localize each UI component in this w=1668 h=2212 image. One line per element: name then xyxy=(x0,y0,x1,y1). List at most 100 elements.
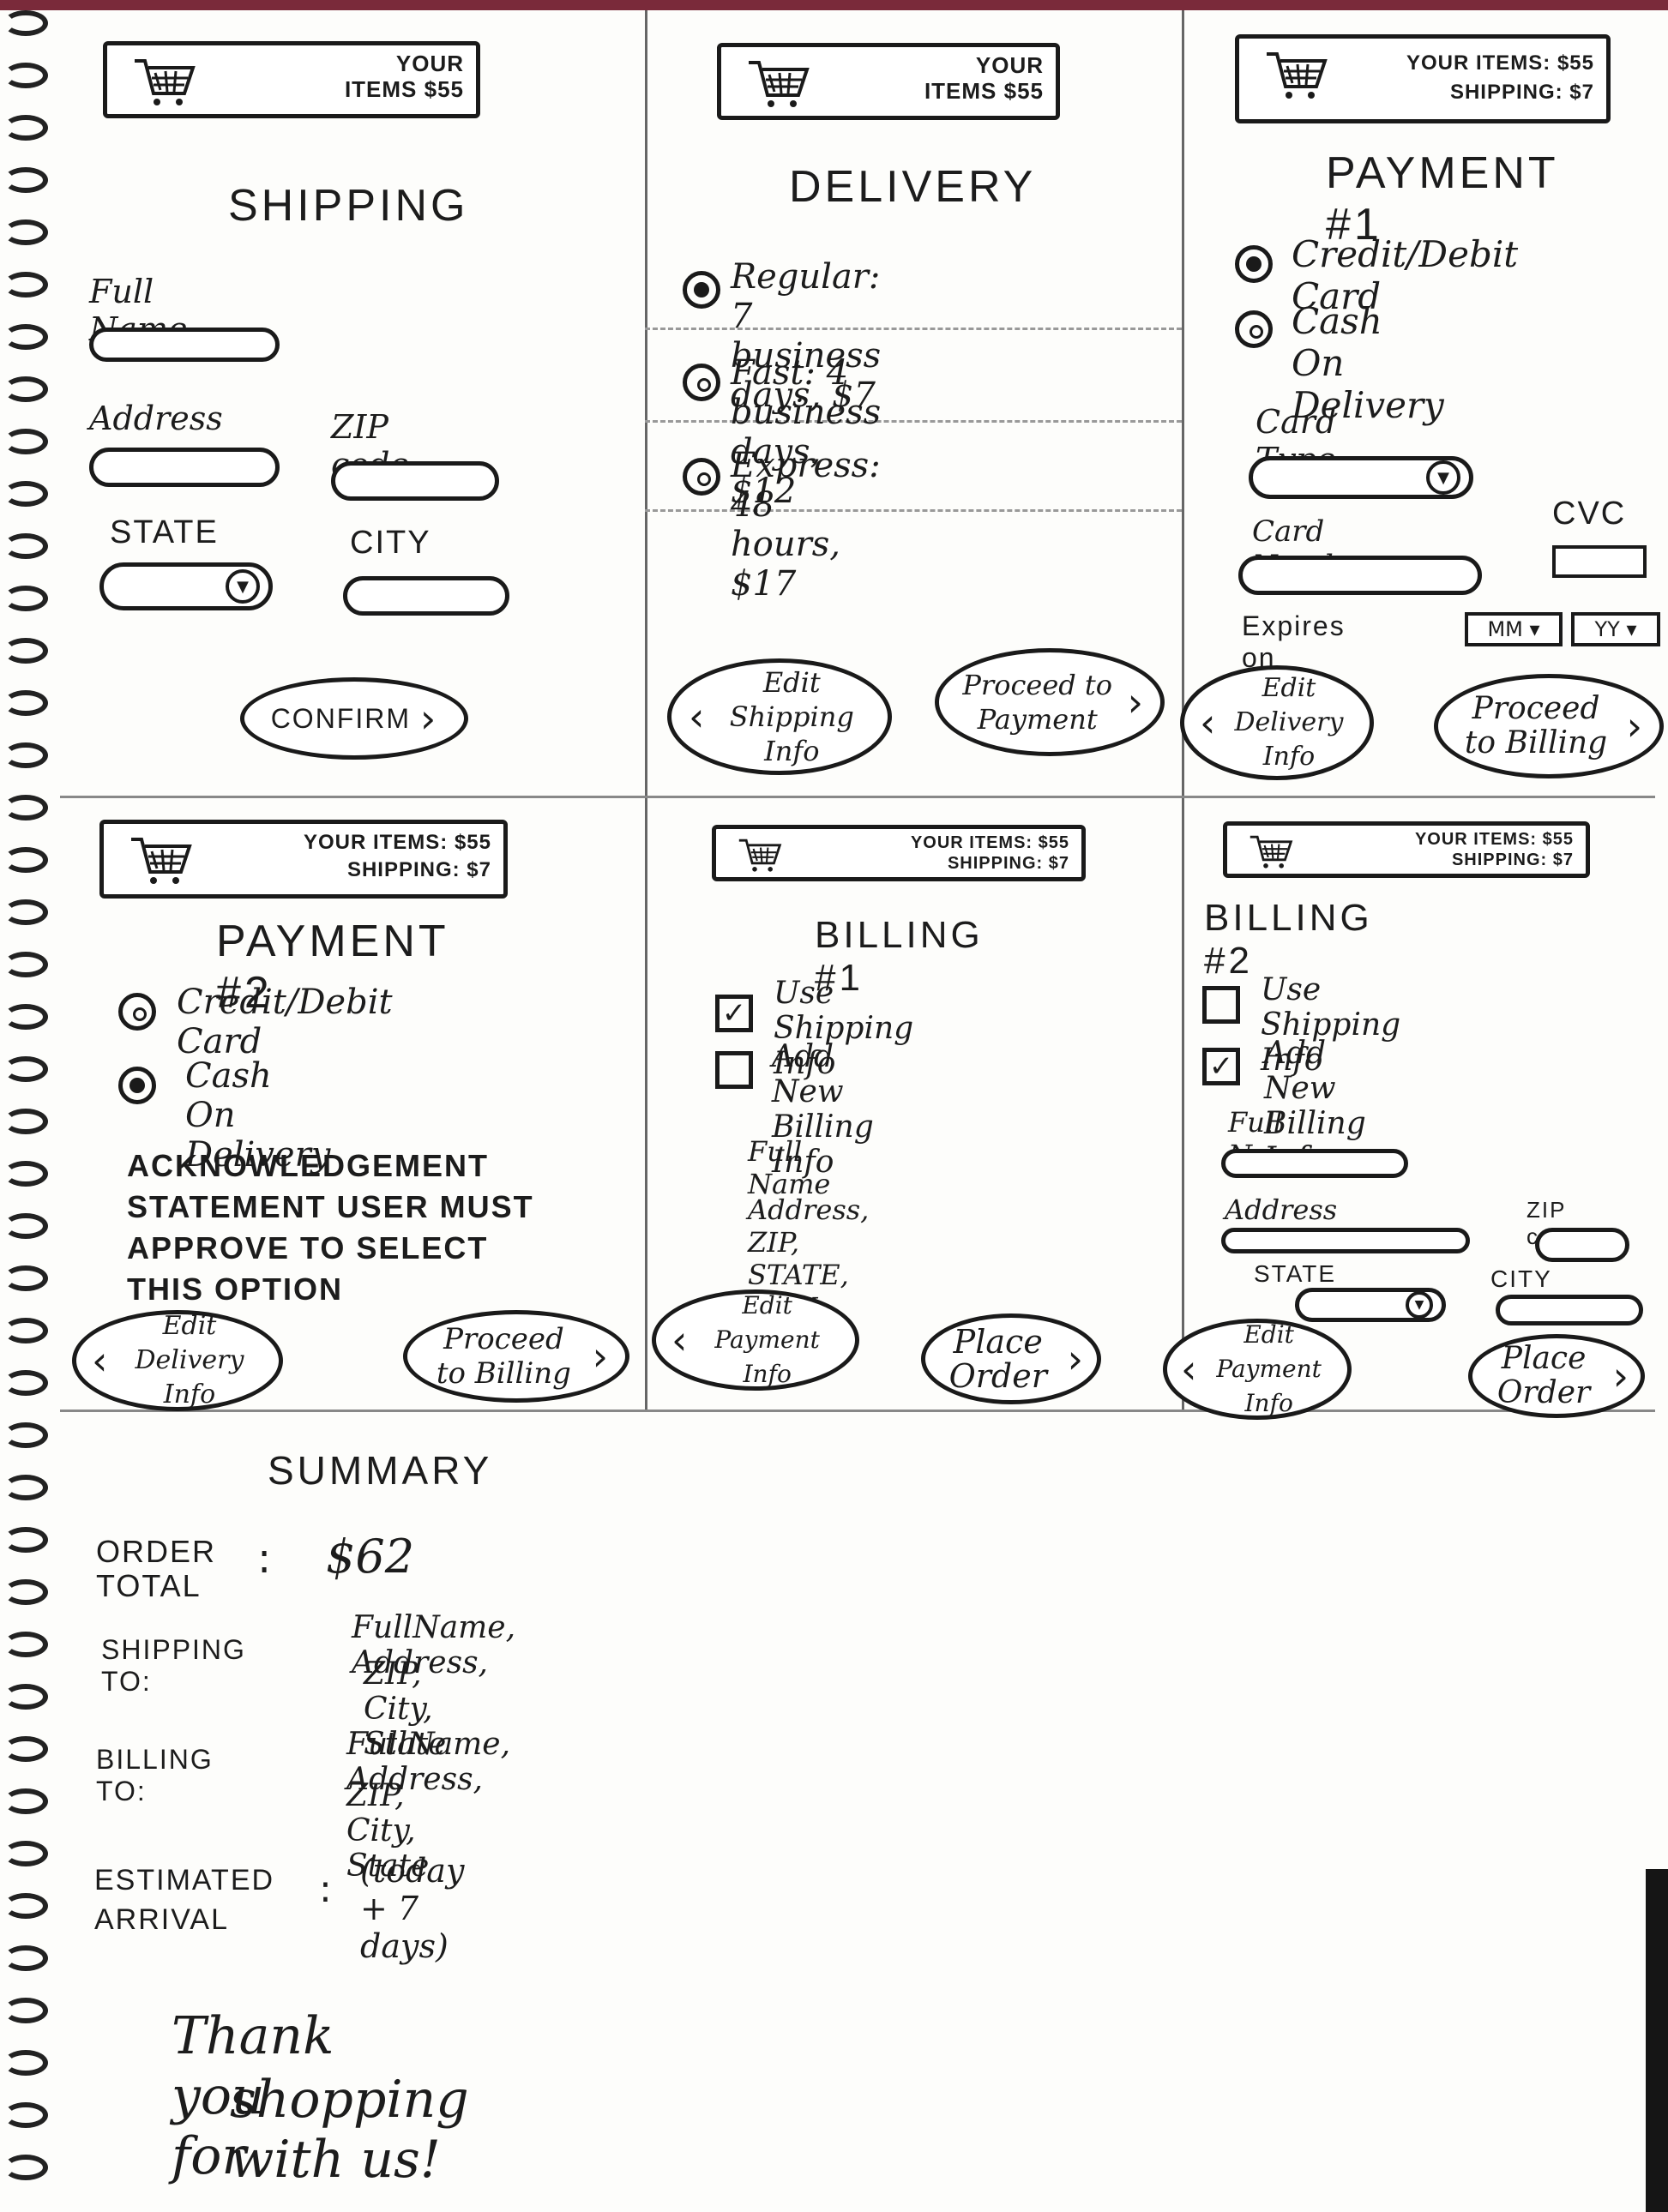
notebook-spiral xyxy=(0,10,60,2212)
regular-radio[interactable] xyxy=(683,271,720,309)
zip-field[interactable] xyxy=(331,461,499,501)
spiral-ring xyxy=(3,1841,48,1866)
address-field[interactable] xyxy=(1221,1228,1470,1253)
city-field[interactable] xyxy=(1496,1295,1643,1325)
full-name-field[interactable] xyxy=(89,328,280,362)
express-option-label: Express: 48 hours, $17 xyxy=(731,446,881,604)
card-radio[interactable] xyxy=(118,993,156,1031)
place-order-button[interactable]: Place Order › xyxy=(1468,1334,1645,1418)
card-number-field[interactable] xyxy=(1238,556,1482,595)
cart-line-2: SHIPPING: $7 xyxy=(1451,851,1574,869)
page-title: SHIPPING xyxy=(228,181,469,231)
delivery-divider xyxy=(645,509,1182,512)
confirm-button[interactable]: CONFIRM › xyxy=(240,677,468,760)
acknowledgement-statement: ACKNOWLEDGEMENT STATEMENT USER MUST APPR… xyxy=(127,1148,534,1307)
spiral-ring xyxy=(3,63,48,88)
order-total-value: $62 xyxy=(326,1530,415,1584)
cart-icon xyxy=(738,839,782,872)
card-type-select[interactable]: ▼ xyxy=(1249,456,1473,499)
edit-delivery-button[interactable]: ‹ Edit Delivery Info xyxy=(1180,665,1374,780)
spiral-ring xyxy=(3,1370,48,1396)
edit-payment-button[interactable]: ‹ Edit Payment Info xyxy=(1163,1319,1352,1420)
cart-line-1: YOUR xyxy=(975,52,1044,78)
spiral-ring xyxy=(3,1945,48,1971)
spiral-ring xyxy=(3,899,48,925)
proceed-billing-button[interactable]: Proceed to Billing › xyxy=(1434,674,1664,778)
spiral-ring xyxy=(3,2155,48,2180)
spiral-ring xyxy=(3,1265,48,1291)
spiral-ring xyxy=(3,324,48,350)
cart-icon xyxy=(749,61,810,107)
use-shipping-checkbox[interactable] xyxy=(1202,986,1240,1024)
spiral-ring xyxy=(3,1475,48,1500)
card-option-label: Credit/Debit Card xyxy=(1292,233,1519,317)
spiral-ring xyxy=(3,742,48,768)
spiral-ring xyxy=(3,1684,48,1710)
cart-line-1: YOUR ITEMS: $55 xyxy=(910,833,1069,852)
spiral-ring xyxy=(3,272,48,298)
full-name-field[interactable] xyxy=(1221,1149,1408,1178)
delivery-divider xyxy=(645,420,1182,423)
add-new-label: Add New Billing Info xyxy=(772,1039,874,1180)
cart-icon xyxy=(131,838,192,884)
spiral-ring xyxy=(3,429,48,454)
state-select[interactable]: ▼ xyxy=(99,562,273,610)
cash-option-label: Cash On Delivery xyxy=(1292,300,1444,426)
expires-label: Expires on xyxy=(1242,610,1346,673)
spiral-ring xyxy=(3,1213,48,1239)
billing-to-value-2: ZIP, City, State xyxy=(346,1778,430,1884)
use-shipping-checkbox[interactable]: ✓ xyxy=(715,995,753,1032)
cash-radio[interactable] xyxy=(1235,310,1273,348)
spiral-ring xyxy=(3,2102,48,2128)
shipping-to-value-2: ZIP, City, State xyxy=(364,1656,447,1762)
city-field[interactable] xyxy=(343,576,509,616)
state-select[interactable]: ▼ xyxy=(1295,1288,1446,1322)
colon: : xyxy=(319,1867,332,1911)
cash-radio[interactable] xyxy=(118,1067,156,1104)
estimated-arrival-label: ESTIMATED ARRIVAL xyxy=(94,1864,275,1936)
delivery-divider xyxy=(645,328,1182,330)
express-radio[interactable] xyxy=(683,458,720,496)
cart-line-2: ITEMS $55 xyxy=(344,76,464,102)
edit-delivery-button[interactable]: ‹ Edit Delivery Info xyxy=(72,1310,283,1411)
add-new-checkbox[interactable]: ✓ xyxy=(1202,1048,1240,1085)
cvc-field[interactable] xyxy=(1552,545,1647,578)
order-total-label: ORDER TOTAL xyxy=(96,1534,217,1603)
colon: : xyxy=(257,1535,272,1583)
zip-field[interactable] xyxy=(1535,1228,1629,1262)
chevron-down-icon: ▼ xyxy=(226,569,260,604)
spiral-ring xyxy=(3,1579,48,1605)
cart-line-2: SHIPPING: $7 xyxy=(1449,81,1594,104)
fast-radio[interactable] xyxy=(683,364,720,401)
spiral-ring xyxy=(3,481,48,507)
cart-icon xyxy=(1249,835,1293,869)
spiral-ring xyxy=(3,1788,48,1814)
use-shipping-label: Use Shipping Info xyxy=(1261,972,1401,1078)
billing-to-label: BILLING TO: xyxy=(96,1744,214,1806)
place-order-button[interactable]: Place Order › xyxy=(921,1313,1101,1404)
spiral-ring xyxy=(3,1318,48,1343)
add-new-checkbox[interactable] xyxy=(715,1051,753,1089)
spiral-ring xyxy=(3,10,48,36)
city-label: CITY xyxy=(350,525,431,561)
card-radio[interactable] xyxy=(1235,245,1273,283)
shipping-to-label: SHIPPING TO: xyxy=(101,1634,246,1697)
proceed-billing-button[interactable]: Proceed to Billing › xyxy=(403,1310,629,1403)
year-select[interactable]: YY ▾ xyxy=(1571,612,1660,646)
spiral-ring xyxy=(3,1893,48,1919)
page-title: SUMMARY xyxy=(268,1448,493,1493)
edit-shipping-button[interactable]: ‹ Edit Shipping Info xyxy=(667,658,892,775)
cart-line-1: YOUR ITEMS: $55 xyxy=(303,831,491,854)
proceed-payment-button[interactable]: Proceed to Payment › xyxy=(935,648,1165,756)
address-field[interactable] xyxy=(89,448,280,487)
estimated-arrival-value: (today + 7 days) xyxy=(360,1852,465,1965)
month-select[interactable]: MM ▾ xyxy=(1465,612,1563,646)
cart-line-2: SHIPPING: $7 xyxy=(947,854,1069,873)
edit-payment-button[interactable]: ‹ Edit Payment Info xyxy=(652,1289,859,1391)
